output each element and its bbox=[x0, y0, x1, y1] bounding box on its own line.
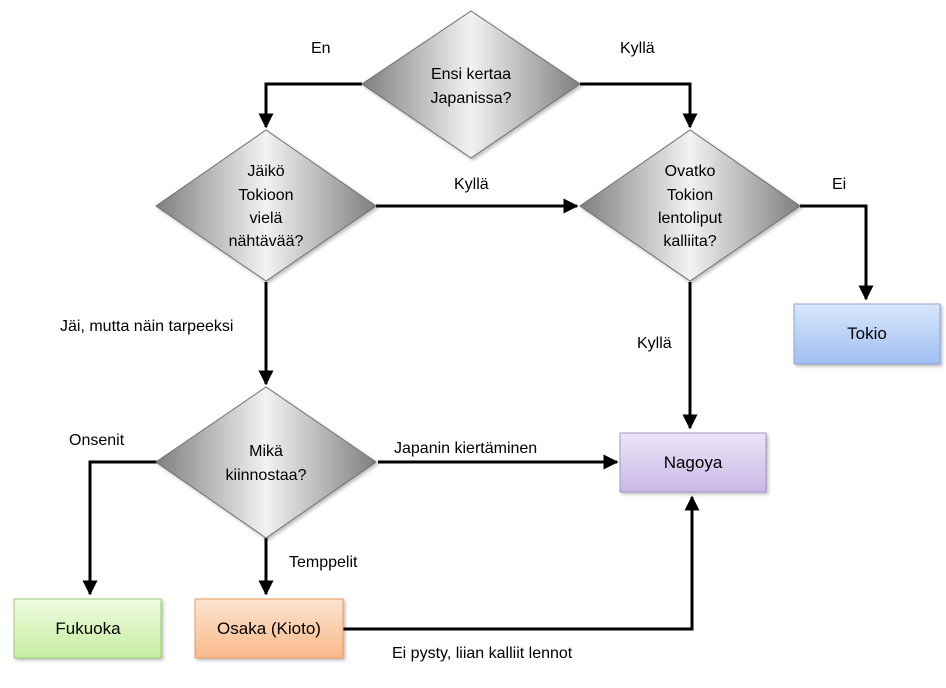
decision-tickets-line-2: Tokion bbox=[667, 187, 713, 204]
decision-interest-line-2: kiinnostaa? bbox=[226, 467, 307, 484]
decision-tokyo-left-line-3: vielä bbox=[250, 210, 283, 227]
decision-tokyo-left-line-2: Tokioon bbox=[238, 187, 293, 204]
decision-tickets: Ovatko Tokion lentoliput kalliita? bbox=[579, 129, 801, 282]
edge-first-no bbox=[258, 82, 362, 129]
edge-label-interest-onsen: Onsenit bbox=[69, 432, 125, 449]
edge-label-first-no: En bbox=[311, 40, 331, 57]
decision-tokyo-left-line-1: Jäikö bbox=[247, 163, 284, 180]
edge-label-osaka-expensive: Ei pysty, liian kalliit lennot bbox=[392, 645, 573, 662]
decision-first-time-line-1: Ensi kertaa bbox=[431, 66, 511, 83]
edge-label-interest-tour: Japanin kiertäminen bbox=[394, 440, 537, 457]
edge-tickets-no bbox=[800, 204, 874, 301]
edge-label-interest-temples: Temppelit bbox=[289, 554, 358, 571]
result-tokio: Tokio bbox=[793, 303, 941, 365]
edge-interest-onsen bbox=[82, 460, 158, 596]
edge-label-left-seen: Jäi, mutta näin tarpeeksi bbox=[60, 318, 233, 335]
decision-interest: Mikä kiinnostaa? bbox=[155, 386, 377, 539]
decision-first-time-line-2: Japanissa? bbox=[431, 90, 512, 107]
edge-first-yes bbox=[580, 82, 698, 129]
result-nagoya-label: Nagoya bbox=[664, 453, 723, 472]
decision-interest-line-1: Mikä bbox=[249, 443, 283, 460]
result-nagoya: Nagoya bbox=[619, 432, 767, 493]
edge-label-first-yes: Kyllä bbox=[620, 40, 655, 57]
decision-tickets-line-4: kalliita? bbox=[663, 233, 716, 250]
result-fukuoka-label: Fukuoka bbox=[55, 619, 121, 638]
result-fukuoka: Fukuoka bbox=[13, 598, 162, 659]
edge-osaka-expensive bbox=[343, 495, 700, 631]
result-osaka: Osaka (Kioto) bbox=[194, 598, 344, 659]
edge-label-left-yes: Kyllä bbox=[454, 176, 489, 193]
edge-label-tickets-yes: Kyllä bbox=[637, 335, 672, 352]
decision-tokyo-left-line-4: nähtävää? bbox=[229, 233, 304, 250]
edge-label-tickets-no: Ei bbox=[832, 176, 846, 193]
connectors bbox=[82, 82, 874, 631]
result-osaka-label: Osaka (Kioto) bbox=[217, 619, 321, 638]
result-tokio-label: Tokio bbox=[847, 324, 887, 343]
decision-tickets-line-3: lentoliput bbox=[658, 210, 723, 227]
decision-first-time: Ensi kertaa Japanissa? bbox=[361, 10, 581, 159]
decision-tokyo-left: Jäikö Tokioon vielä nähtävää? bbox=[155, 129, 377, 282]
decision-tickets-line-1: Ovatko bbox=[665, 163, 716, 180]
